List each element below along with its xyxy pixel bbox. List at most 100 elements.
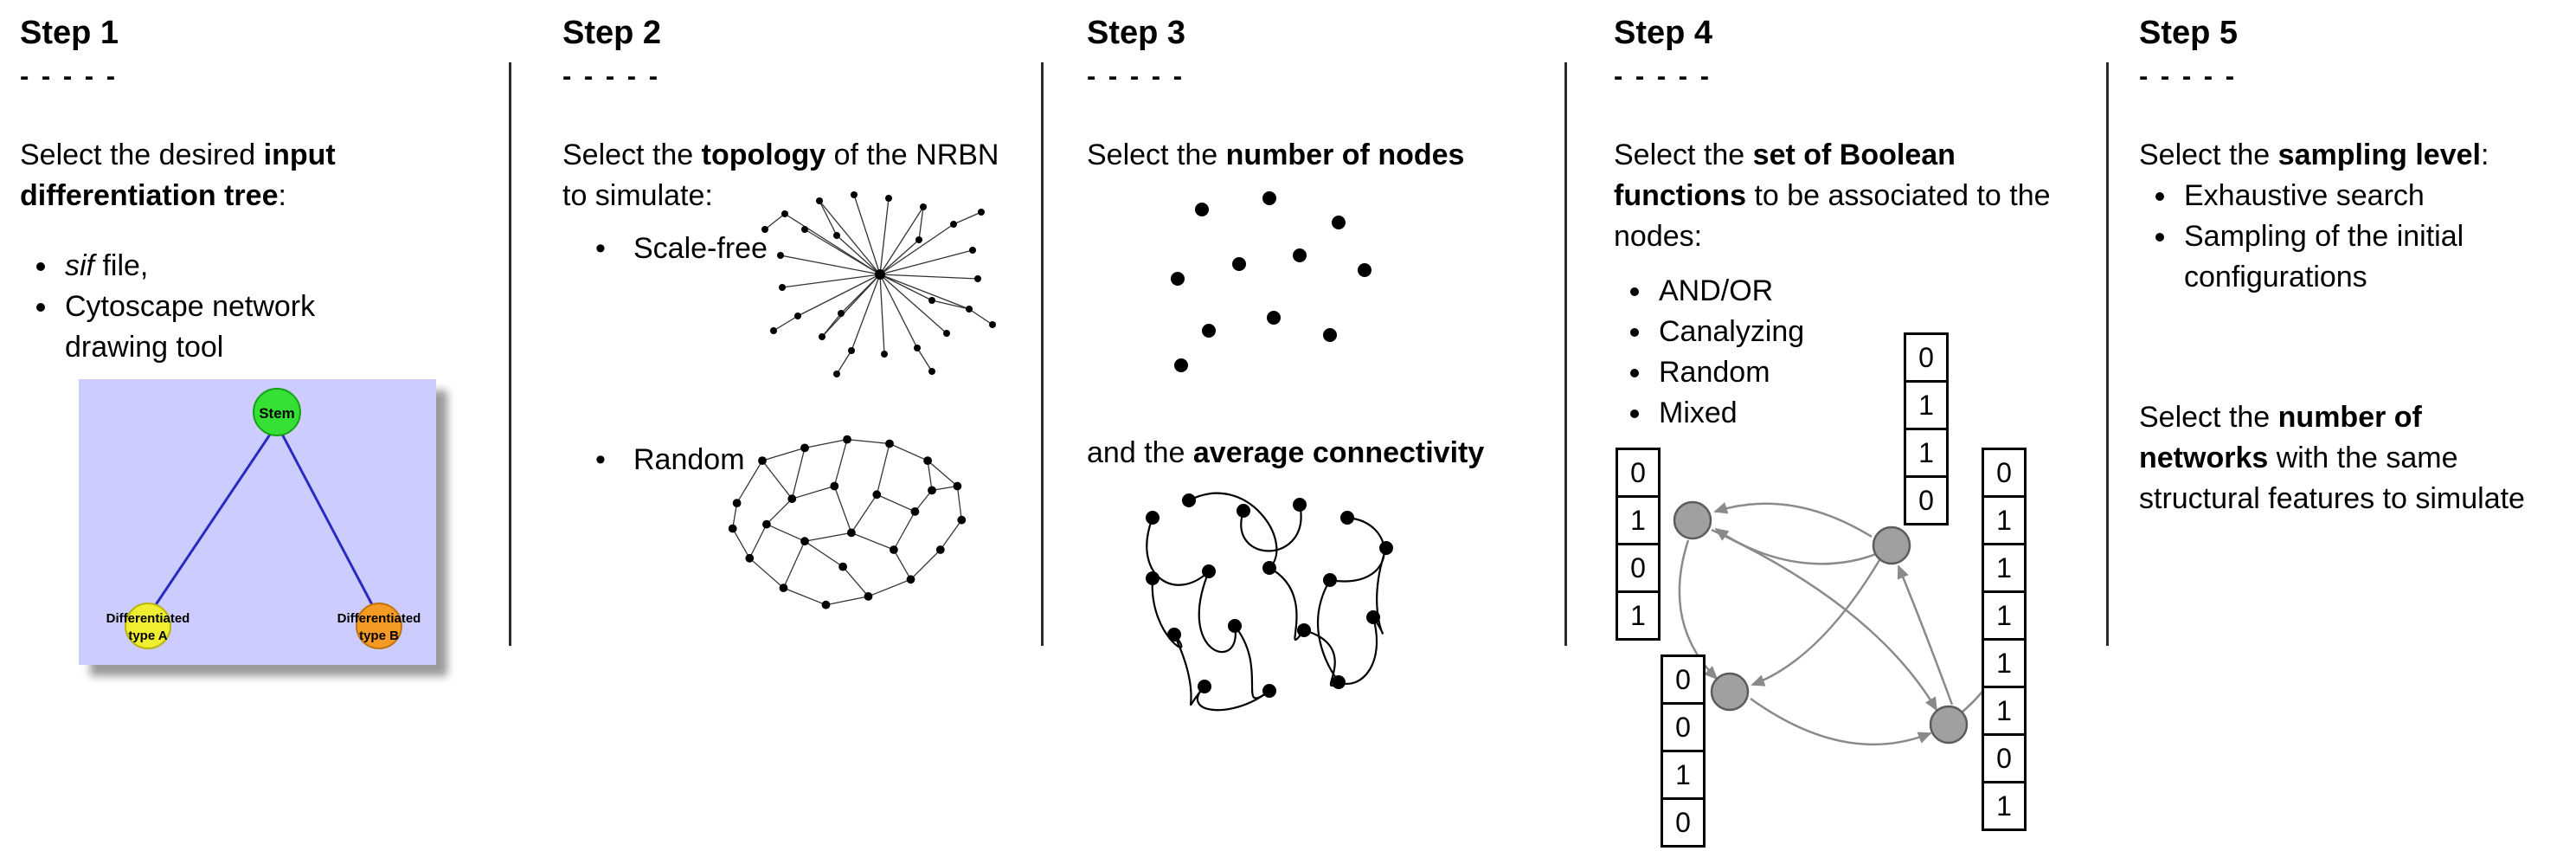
list-item: AND/OR	[1654, 271, 2103, 312]
differentiation-tree-svg: Stem Differentiated type A Differentiate…	[106, 388, 421, 649]
truth-table-cell: 0	[1661, 654, 1706, 705]
regulation-arrow	[1713, 502, 1873, 538]
type-a-label-line1: Differentiated	[106, 611, 190, 626]
truth-table-cell: 1	[1982, 590, 2027, 641]
bullet-text: Exhaustive search	[2184, 178, 2425, 212]
truth-table-cell: 0	[1661, 797, 1706, 848]
truth-table-cell: 0	[1661, 702, 1706, 752]
list-item: Canalyzing	[1654, 312, 2103, 352]
intro-text: :	[278, 178, 286, 212]
dashed-separator: - - - - -	[562, 60, 661, 91]
step-2-column: Step 2 - - - - - Select the topology of …	[562, 15, 1038, 609]
step-4-title: Step 4	[1614, 15, 1713, 51]
column-divider	[2106, 62, 2109, 646]
regulation-arrow	[1711, 528, 1938, 712]
boolean-node	[1673, 500, 1712, 540]
intro-text: Select the desired	[20, 138, 264, 171]
bullet-italic: sif	[65, 248, 94, 282]
truth-table-cell: 0	[1982, 733, 2027, 783]
differentiation-tree-figure: Stem Differentiated type A Differentiate…	[79, 379, 436, 665]
tree-edge	[275, 423, 377, 612]
column-divider	[1041, 62, 1044, 646]
column-divider	[1564, 62, 1567, 646]
step-5-column: Step 5 - - - - - Select the sampling lev…	[2139, 15, 2565, 515]
intro-text: Select the	[562, 138, 702, 171]
step-5-second: Select the number of networks with the s…	[2139, 397, 2533, 519]
intro-text: to be associated to the nodes:	[1614, 178, 2051, 253]
column-divider	[509, 62, 511, 646]
random-network-figure	[728, 435, 967, 609]
step-1-title: Step 1	[20, 15, 119, 51]
intro-text: with the same structural features to sim…	[2139, 442, 2525, 515]
intro-bold: sampling level	[2277, 138, 2481, 171]
boolean-network-svg	[1673, 500, 2009, 746]
truth-table-bottom: 0 0 1 0	[1661, 654, 1706, 848]
truth-table-cell: 1	[1661, 750, 1706, 800]
truth-table-cell: 1	[1616, 590, 1661, 641]
intro-text: Select the	[2139, 138, 2278, 171]
bullet-text: Scale-free	[633, 232, 768, 265]
step-1-column: Step 1 - - - - - Select the desired inpu…	[20, 15, 504, 665]
step-4-column: Step 4 - - - - - Select the set of Boole…	[1614, 15, 2103, 848]
step-1-intro: Select the desired input differentiation…	[20, 135, 504, 216]
intro-text: of the NRBN to simulate:	[562, 138, 999, 212]
bullet-text: file,	[94, 248, 149, 282]
nodes-dots-figure	[1171, 191, 1372, 372]
intro-bold: input differentiation tree	[20, 138, 336, 212]
truth-table-cell: 1	[1982, 638, 2027, 688]
type-b-label-line1: Differentiated	[337, 611, 421, 626]
step-5-bullet-list: Exhaustive search Sampling of the initia…	[2139, 176, 2542, 298]
step-2-title: Step 2	[562, 15, 662, 51]
intro-bold: number of nodes	[1225, 138, 1465, 171]
list-item: Sampling of the initial configurations	[2179, 216, 2542, 298]
boolean-network-figure: 0 1 1 0 0 1 0 1 0 1 1 1 1 1 0 1	[1614, 320, 2103, 851]
list-item: sif file,	[60, 246, 345, 287]
stem-label: Stem	[259, 405, 295, 422]
step-3-title: Step 3	[1087, 15, 1186, 51]
regulation-arrow	[1751, 559, 1881, 687]
stem-node	[253, 388, 301, 436]
type-b-label-line2: type B	[359, 629, 399, 643]
regulation-arrow	[1897, 564, 1954, 706]
truth-table-cell: 1	[1904, 428, 1949, 478]
bullet-marker: •	[595, 443, 606, 476]
truth-table-cell: 1	[1982, 543, 2027, 593]
truth-table-right: 0 1 1 1 1 1 0 1	[1982, 448, 2027, 831]
dashed-separator: - - - - -	[1614, 60, 1712, 91]
connectivity-tangle-figure	[1146, 492, 1393, 712]
list-item: Cytoscape network drawing tool	[60, 287, 345, 368]
bullet-text: Mixed	[1659, 396, 1738, 429]
intro-text: and the	[1087, 436, 1193, 469]
step-3-second: and the average connectivity	[1087, 433, 1484, 474]
type-a-node	[125, 603, 171, 649]
step-2-intro: Select the topology of the NRBN to simul…	[562, 135, 1004, 216]
step-5-title: Step 5	[2139, 15, 2239, 51]
step-1-bullet-list: sif file, Cytoscape network drawing tool	[20, 246, 345, 368]
bullet-scale-free: • Scale-free	[595, 229, 768, 269]
list-item: Exhaustive search	[2179, 176, 2542, 216]
truth-table-cell: 0	[1904, 475, 1949, 525]
dashed-separator: - - - - -	[1087, 60, 1185, 91]
step-4-intro: Select the set of Boolean functions to b…	[1614, 135, 2064, 257]
truth-table-cell: 1	[1616, 495, 1661, 545]
list-item: Random	[1654, 352, 2103, 393]
tree-edge	[150, 423, 279, 612]
intro-text: Select the	[1087, 138, 1226, 171]
intro-bold: average connectivity	[1192, 436, 1485, 469]
truth-table-left: 0 1 0 1	[1616, 448, 1661, 641]
bullet-text: Canalyzing	[1659, 314, 1805, 348]
intro-text: Select the	[2139, 401, 2278, 434]
truth-table-cell: 1	[1982, 495, 2027, 545]
truth-table-top: 0 1 1 0	[1904, 332, 1949, 525]
step-4-bullet-list: AND/OR Canalyzing Random Mixed	[1614, 271, 2103, 434]
bullet-marker: •	[595, 232, 606, 265]
intro-bold: number of networks	[2139, 401, 2422, 474]
scale-free-network-figure	[761, 191, 996, 377]
boolean-node	[1710, 672, 1750, 712]
step-5-intro: Select the sampling level:	[2139, 135, 2565, 176]
truth-table-cell: 1	[1982, 686, 2027, 736]
bullet-text: Random	[633, 443, 745, 476]
bullet-text: Sampling of the initial configurations	[2184, 219, 2464, 293]
intro-text: :	[2480, 138, 2489, 171]
